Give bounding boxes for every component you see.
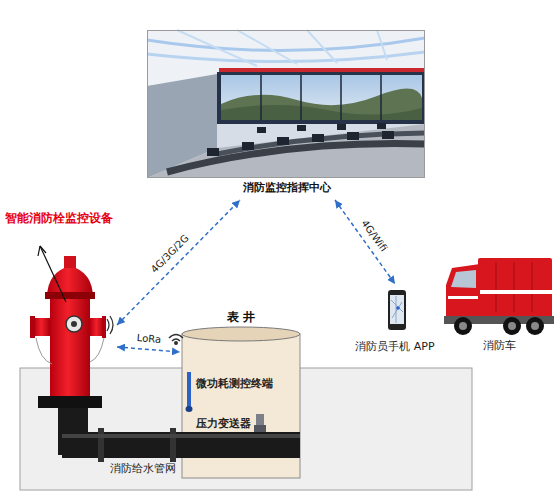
command-center-photo-part [207,123,394,156]
water-pipe-part [170,428,176,462]
fire-truck-part [478,258,552,318]
fire-hydrant-part [71,321,77,327]
hydrant-device: 智能消防栓监控设备 [5,207,117,467]
fire-truck-part [531,322,539,330]
pressure-transmitter [254,414,266,432]
command-center-photo-part-part [377,123,386,129]
command-center-photo-part [147,30,425,178]
fire-truck-part [526,317,544,335]
wireless-symbol-part [172,339,180,341]
wireless-symbol-part [175,342,178,345]
command-center-photo-part [261,75,381,120]
fire-truck-part [503,317,521,335]
command-center-photo-part [221,105,422,120]
wireless-link [117,200,240,325]
command-center-photo-part-part [347,132,359,140]
command-center-photo-part-part [242,142,254,150]
command-center-photo-part-part [312,134,324,142]
fire-truck-part [454,317,472,335]
node-label: 消防车 [483,339,516,353]
fire-hydrant-part [36,338,104,364]
water-pipe [58,405,300,462]
fire-truck-part [496,262,532,312]
fire-hydrant-part [50,296,90,396]
wireless-symbol-part [107,319,109,331]
terminal-sensor-part [186,406,193,412]
command-center-photo-part [217,72,425,124]
command-center-photo-part [221,75,422,120]
node-label: 压力变送器 [196,417,251,431]
command-center-photo-part-part [382,131,394,139]
fire-hydrant-part [45,292,95,299]
phone-icon-part [388,290,406,330]
command-center-photo-part-part [257,127,266,133]
phone-app: 消防员手机 APP [350,284,440,356]
command-center-photo-part-part [337,124,346,130]
command-center-photo-part-part [277,137,289,145]
wireless-link [117,347,180,352]
fire-hydrant-part [102,316,106,338]
terminal-sensor-part [187,372,191,408]
fire-hydrant-part [34,318,50,336]
fire-truck-part [508,322,516,330]
water-pipe-part [58,405,88,455]
link-label: 4G/Wifi [357,216,390,256]
water-pipe-part [62,434,300,438]
pressure-transmitter-part [254,425,266,432]
fire-hydrant [30,246,106,408]
command-center-photo-part-part [207,148,219,156]
meter-well-part [182,327,300,341]
link-label: LoRa [135,331,164,345]
command-center-photo-part-part [297,125,306,131]
fire-truck-part [448,296,478,299]
fire-hydrant-part [90,318,104,336]
fire-truck-node: 消防车 [445,255,553,355]
fire-hydrant-part [66,316,82,332]
phone-icon-part [390,295,404,324]
fire-truck-part [459,322,467,330]
command-center-photo-part [167,144,425,172]
node-label: 表 井 [227,310,255,325]
terminal-sensor [186,372,193,412]
node-label: 消防给水管网 [110,462,176,476]
node-label: 消防员手机 APP [355,340,434,354]
wireless-symbol-part [169,335,183,339]
node-label: 微功耗测控终端 [196,377,273,391]
wireless-symbol [169,335,183,345]
fire-hydrant-part [40,246,66,302]
fire-hydrant-part [38,396,102,408]
node-label: 智能消防栓监控设备 [5,211,113,226]
wireless-symbol-part [110,316,113,334]
command-center-photo-part [148,31,425,178]
command-center-photo-part [177,30,387,66]
command-center: 消防监控指挥中心 [147,30,427,200]
node-label: 消防监控指挥中心 [243,181,331,195]
wireless-symbol [107,316,113,334]
fire-truck [444,258,554,335]
fire-hydrant-part [38,246,46,256]
wireless-link [335,200,395,284]
phone-icon-part [396,306,400,310]
command-center-photo-part [221,88,422,120]
fire-truck-part [451,270,476,288]
fire-hydrant-part [30,316,35,338]
command-center-photo-part [147,124,425,178]
terminal-box: 微功耗测控终端 [196,377,296,395]
fire-hydrant-part [64,256,76,268]
command-center-photo [147,30,425,178]
fire-truck-part [446,264,480,324]
phone-icon-part [391,296,403,323]
phone-icon [388,290,406,330]
water-pipe-part [98,428,104,462]
command-center-photo-part [219,68,425,72]
meter-well: 表 井微功耗测控终端压力变送器 [180,306,302,482]
water-pipe-part [62,432,300,458]
transmitter-box: 压力变送器 [196,417,256,435]
fire-truck-part [478,290,552,294]
pressure-transmitter-part [256,414,264,426]
